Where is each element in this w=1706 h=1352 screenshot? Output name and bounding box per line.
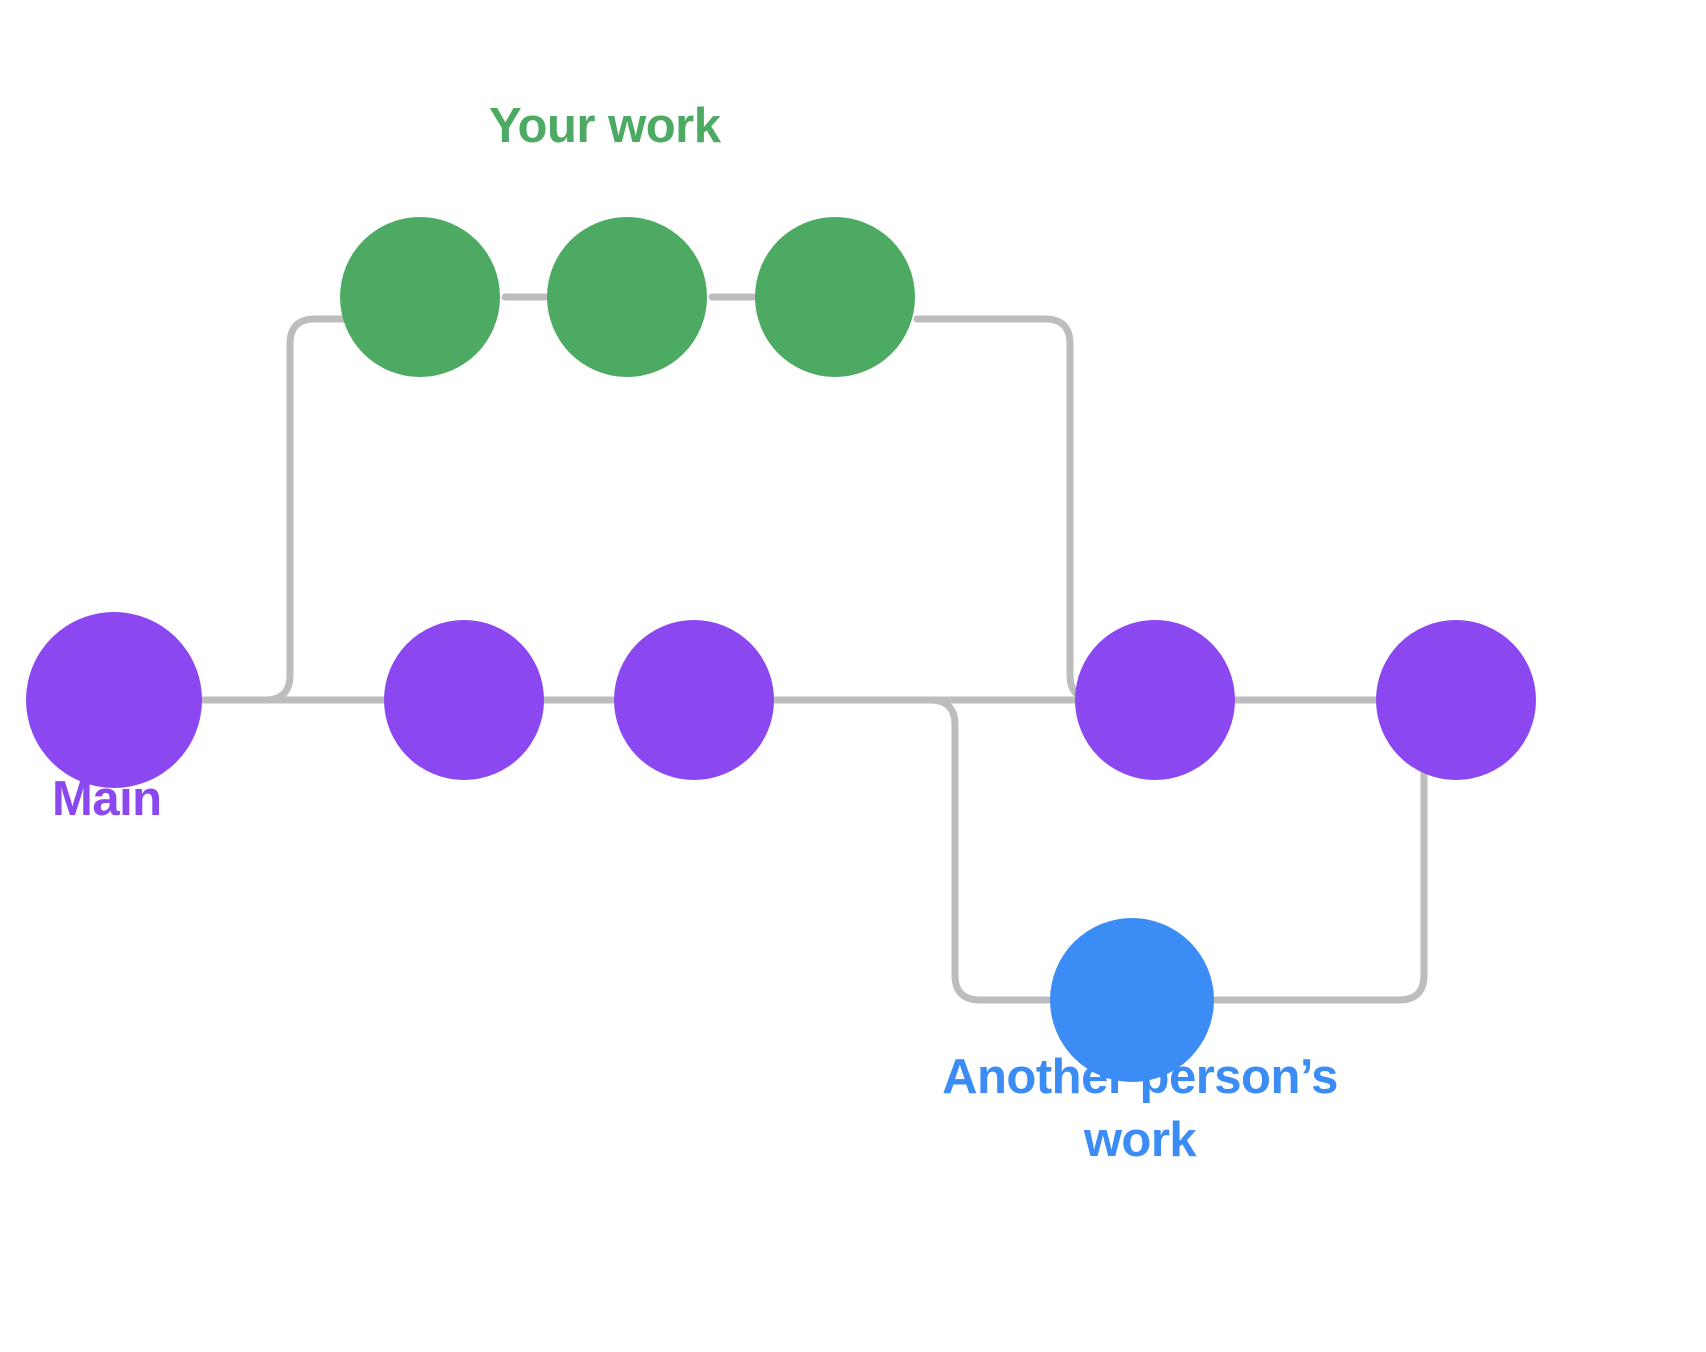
commit-nodes — [26, 217, 1536, 1082]
commit-node-work-2[interactable] — [547, 217, 707, 377]
connector-lines — [198, 293, 1453, 1004]
edge-branch-up-to-work1 — [261, 315, 351, 704]
edge-merge-work3-to-main — [913, 315, 1099, 704]
commit-node-other-1[interactable] — [1050, 918, 1214, 1082]
commit-node-work-3[interactable] — [755, 217, 915, 377]
commit-node-main-5[interactable] — [1376, 620, 1536, 780]
edge-branch-down-to-other — [926, 696, 1057, 1004]
commit-node-work-1[interactable] — [340, 217, 500, 377]
commit-node-main-2[interactable] — [384, 620, 544, 780]
commit-node-main-3[interactable] — [614, 620, 774, 780]
branch-label-another-person-work: Another person’s work — [942, 1050, 1338, 1167]
branch-label-your-work: Your work — [489, 99, 721, 153]
commit-node-main-4[interactable] — [1075, 620, 1235, 780]
commit-node-main-1[interactable] — [26, 612, 202, 788]
branch-label-main: Main — [52, 772, 162, 826]
